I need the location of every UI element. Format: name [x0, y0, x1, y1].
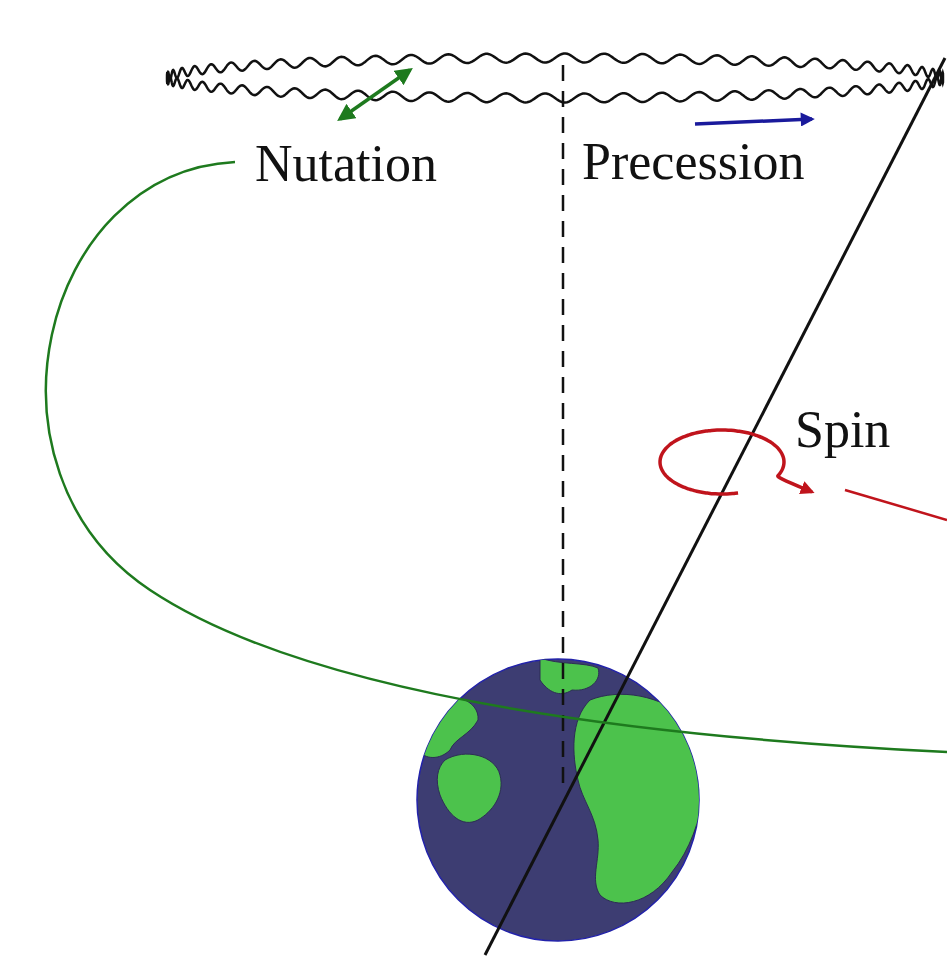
spin-arrow [660, 430, 812, 494]
spin-label: Spin [795, 404, 890, 456]
reference-axis [562, 65, 565, 790]
nutation-rim [167, 54, 943, 103]
orbit-curve [46, 162, 947, 752]
rotation-axis [485, 58, 945, 955]
spin-leader [845, 490, 947, 520]
nutation-label: Nutation [255, 138, 437, 190]
earth [410, 658, 705, 941]
precession-label: Precession [582, 136, 804, 188]
precession-arrow [695, 119, 812, 124]
nutation-arrow [340, 70, 410, 119]
